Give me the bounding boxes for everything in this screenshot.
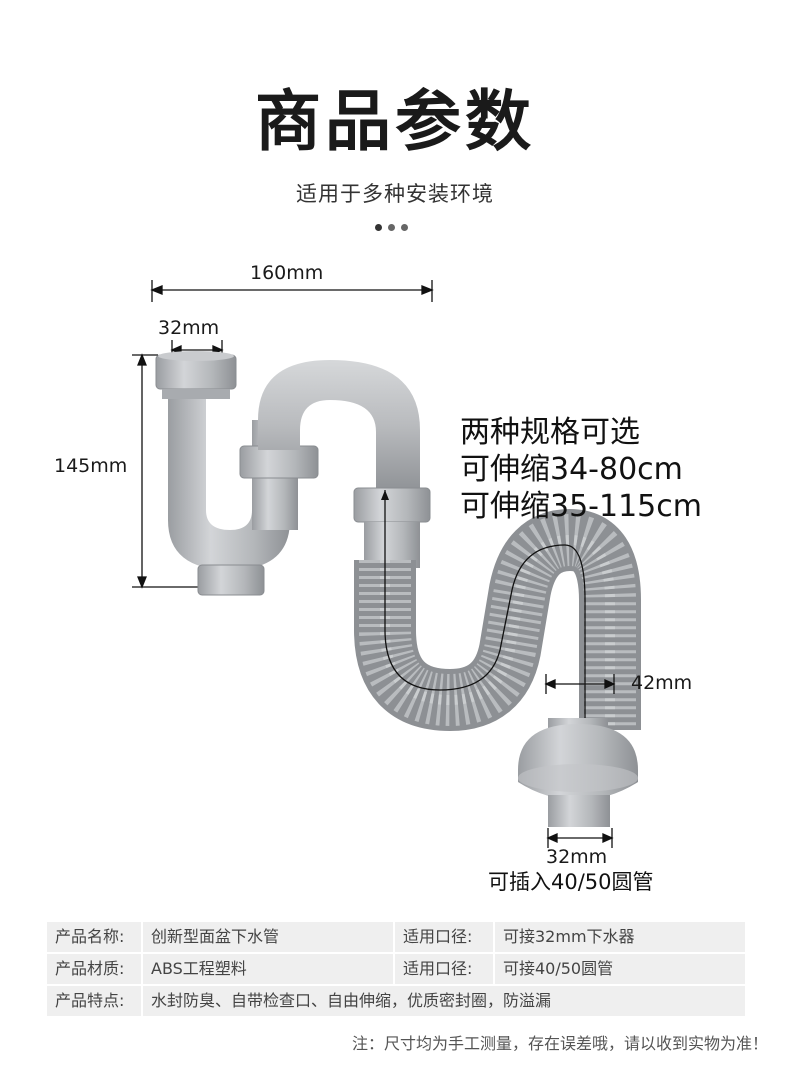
- table-row: 产品特点: 水封防臭、自带检查口、自由伸缩，优质密封圈，防溢漏: [47, 986, 745, 1016]
- param-value: ABS工程塑料: [143, 954, 393, 984]
- param-value: 创新型面盆下水管: [143, 922, 393, 952]
- dimension-width: [150, 280, 434, 302]
- drain-pipe-illustration: [132, 280, 641, 848]
- param-label: 产品特点:: [47, 986, 141, 1016]
- dimension-height: [132, 353, 200, 589]
- table-row: 产品名称: 创新型面盆下水管 适用口径: 可接32mm下水器: [47, 922, 745, 952]
- dimension-hose: [544, 674, 616, 694]
- param-label: 适用口径:: [395, 922, 493, 952]
- parameter-table: 产品名称: 创新型面盆下水管 适用口径: 可接32mm下水器 产品材质: ABS…: [47, 922, 745, 1018]
- insert-note: 可插入40/50圆管: [488, 870, 654, 894]
- spec-short: 可伸缩34-80cm: [460, 452, 683, 487]
- dim-label-inlet: 32mm: [158, 317, 220, 339]
- page-subtitle: 适用于多种安装环境: [296, 182, 494, 206]
- dim-label-hose: 42mm: [631, 672, 693, 694]
- spec-long: 可伸缩35-115cm: [460, 489, 702, 524]
- decorative-dots: [375, 216, 415, 231]
- dim-label-height: 145mm: [54, 455, 128, 477]
- param-label: 产品名称:: [47, 922, 141, 952]
- param-value: 可接32mm下水器: [495, 922, 745, 952]
- dimension-inlet: [170, 340, 224, 360]
- param-value: 水封防臭、自带检查口、自由伸缩，优质密封圈，防溢漏: [143, 986, 745, 1016]
- param-label: 适用口径:: [395, 954, 493, 984]
- footnote: 注：尺寸均为手工测量，存在误差哦，请以收到实物为准！: [351, 1034, 768, 1053]
- param-value: 可接40/50圆管: [495, 954, 745, 984]
- spec-options: 两种规格可选: [460, 415, 640, 450]
- page-title: 商品参数: [255, 82, 535, 160]
- param-label: 产品材质:: [47, 954, 141, 984]
- dim-label-width: 160mm: [250, 262, 324, 284]
- dimension-outlet: [546, 828, 614, 848]
- p-trap: [155, 351, 431, 596]
- table-row: 产品材质: ABS工程塑料 适用口径: 可接40/50圆管: [47, 954, 745, 984]
- outlet-cup: [518, 718, 638, 827]
- dim-label-outlet: 32mm: [546, 846, 608, 868]
- corrugated-hose: [354, 490, 641, 820]
